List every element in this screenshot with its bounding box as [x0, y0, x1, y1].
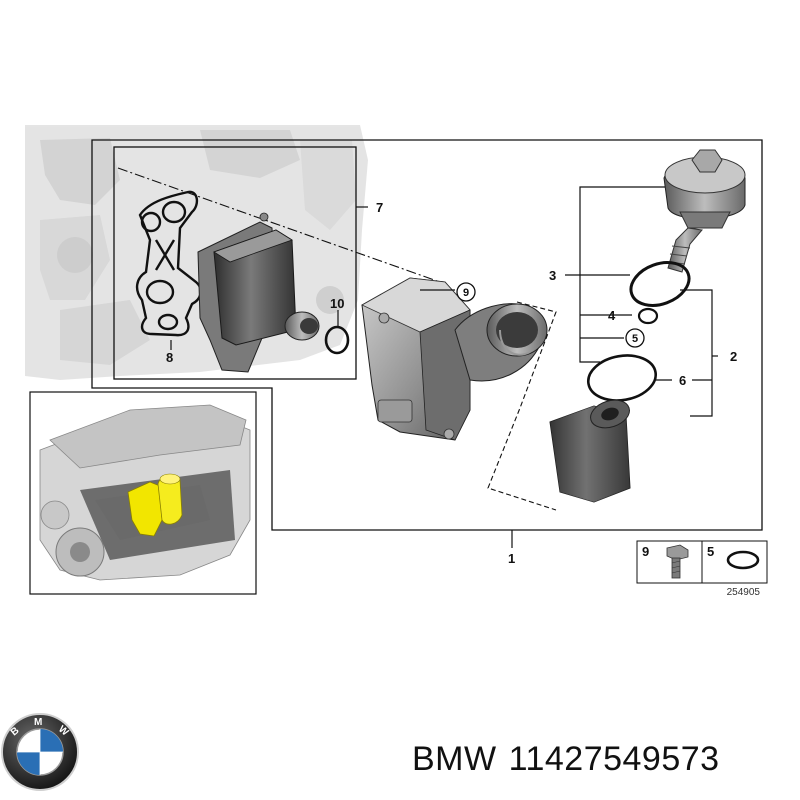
oil-filter-housing: [361, 277, 548, 441]
callout-bracket-2: [565, 186, 718, 417]
callout-8: 8: [166, 350, 173, 365]
highlighted-oil-filter-assembly: [127, 473, 183, 537]
brand-name: BMW: [412, 740, 497, 778]
logo-letter-m: M: [34, 717, 42, 728]
part-number: 11427549573: [508, 740, 720, 778]
ring-icon: [726, 550, 760, 570]
part-number-caption: BMW 11427549573: [412, 740, 720, 779]
inset-label-9: 9: [642, 544, 649, 559]
callout-5: 5: [632, 333, 638, 345]
callout-10: 10: [330, 296, 344, 311]
oil-filter-cap: [663, 149, 746, 273]
o-ring-4: [637, 307, 659, 325]
o-ring-6: [586, 354, 658, 402]
callout-7: 7: [376, 200, 383, 215]
assembly-frame-1: [91, 139, 763, 531]
callout-6: 6: [679, 373, 686, 388]
callout-4: 4: [608, 308, 616, 323]
inset-label-5: 5: [707, 544, 714, 559]
filter-insertion-path: [487, 301, 557, 511]
bmw-roundel-logo: B M W: [1, 713, 79, 791]
bolt-icon: [666, 544, 689, 579]
callout-9-circle: [456, 282, 476, 302]
seal-ring-10: [324, 325, 350, 355]
callout-3: 3: [549, 268, 556, 283]
small-parts-inset: 9 5: [636, 540, 768, 584]
engine-block-background: [25, 125, 368, 380]
assembly-frame-7: [113, 146, 357, 380]
diagram-reference-number: 254905: [727, 587, 761, 598]
alignment-line: [117, 167, 441, 283]
callout-1: 1: [508, 551, 515, 566]
oil-cooler: [197, 212, 320, 373]
gasket-8: [135, 190, 202, 337]
o-ring-3: [629, 261, 691, 307]
filter-element: [549, 399, 631, 503]
callout-2: 2: [730, 349, 737, 364]
leader-lines: [170, 206, 513, 548]
callout-5-circle: [625, 328, 645, 348]
engine-overview-inset: [29, 391, 257, 595]
callout-9: 9: [463, 287, 469, 299]
callout-labels: 7 8 10 9 3 4 5 6 2 1: [166, 200, 737, 566]
